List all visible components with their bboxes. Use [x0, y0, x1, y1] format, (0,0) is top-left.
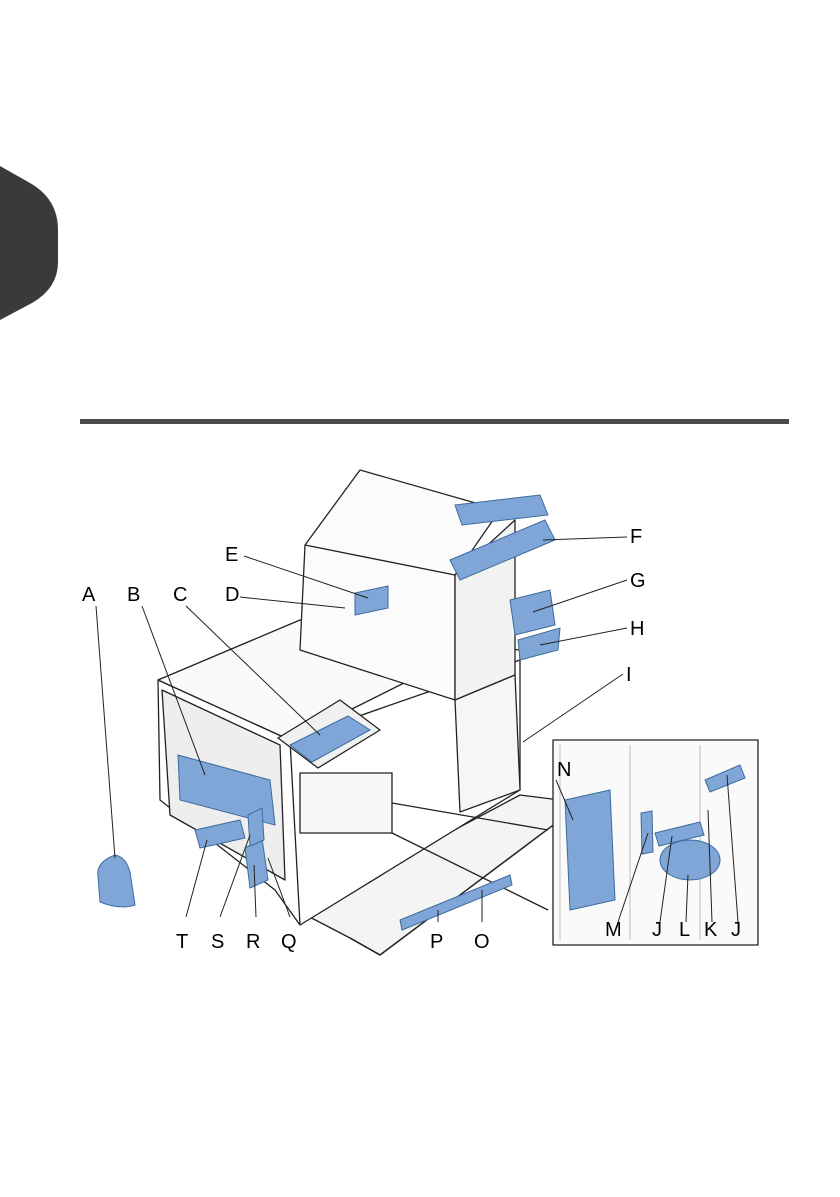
callout-e: E	[225, 545, 238, 565]
callout-a: A	[82, 585, 95, 605]
chapter-tab	[0, 166, 58, 320]
callout-j: J	[652, 920, 662, 940]
callout-q: Q	[281, 932, 297, 952]
callout-d: D	[225, 585, 239, 605]
part-g	[510, 590, 555, 635]
part-s	[248, 808, 264, 846]
callout-j-2: J	[731, 920, 741, 940]
callout-b: B	[127, 585, 140, 605]
part-a	[98, 855, 135, 907]
callout-h: H	[630, 619, 644, 639]
callout-l: L	[679, 920, 690, 940]
callout-s: S	[211, 932, 224, 952]
inset-small	[300, 773, 392, 833]
callout-n: N	[557, 760, 571, 780]
part-f2	[455, 495, 548, 525]
part-n	[565, 790, 615, 910]
callout-p: P	[430, 932, 443, 952]
callout-k: K	[704, 920, 717, 940]
callout-g: G	[630, 571, 646, 591]
folder-inserter-machine	[158, 470, 758, 955]
section-rule	[80, 419, 789, 424]
callout-o: O	[474, 932, 490, 952]
callout-t: T	[176, 932, 188, 952]
callout-c: C	[173, 585, 187, 605]
callout-f: F	[630, 527, 642, 547]
callout-r: R	[246, 932, 260, 952]
callout-m: M	[605, 920, 622, 940]
callout-i: I	[626, 665, 632, 685]
